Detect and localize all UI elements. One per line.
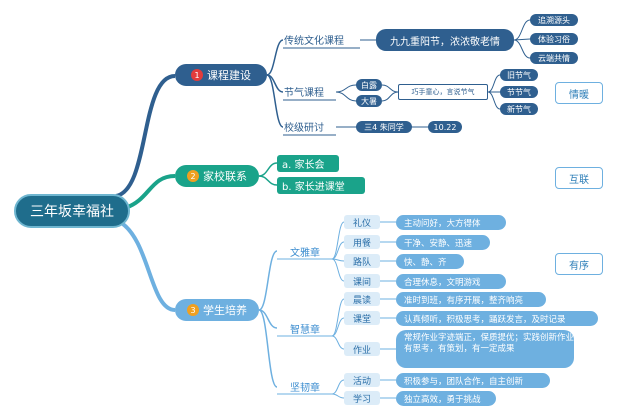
traditional-item-3[interactable]: 云端共情 (530, 52, 578, 64)
sub-traditional-culture[interactable]: 传统文化课程 (284, 35, 344, 47)
root-node[interactable]: 三年坂幸福社 (14, 194, 130, 228)
research-date[interactable]: 10.22 (428, 121, 462, 133)
home-school-item-2[interactable]: b. 家长进课堂 (277, 177, 365, 194)
elegance-value-1[interactable]: 主动问好，大方得体 (396, 215, 506, 230)
wisdom-value-2[interactable]: 认真倾听，积极思考，踊跃发言，及时记录 (396, 311, 598, 326)
tenacity-value-1[interactable]: 积极参与，团队合作，自主创新 (396, 373, 550, 388)
elegance-value-2[interactable]: 干净、安静、迅速 (396, 235, 490, 250)
solar-grade-2[interactable]: 大暑 (356, 95, 382, 107)
wisdom-key-2[interactable]: 课堂 (344, 311, 380, 325)
solar-item-1[interactable]: 旧节气 (500, 69, 538, 81)
tag-warmth[interactable]: 情暖 (555, 82, 603, 104)
tag-connection[interactable]: 互联 (555, 167, 603, 189)
elegance-key-4[interactable]: 课间 (344, 274, 380, 288)
traditional-theme[interactable]: 九九重阳节，浓浓敬老情 (376, 29, 514, 51)
branch-home-school[interactable]: 2 家校联系 (175, 165, 259, 187)
wisdom-value-3[interactable]: 常规作业字迹端正，保质提优；实践创新作业有思考，有策划，有一定成果 (396, 330, 574, 368)
research-teacher[interactable]: 三4 朱同学 (356, 121, 412, 133)
sub-solar-terms[interactable]: 节气课程 (284, 87, 324, 99)
branch-course-building[interactable]: 1 课程建设 (175, 64, 267, 86)
solar-theme[interactable]: 巧手童心，言说节气 (398, 84, 488, 100)
solar-item-3[interactable]: 新节气 (500, 103, 538, 115)
elegance-key-2[interactable]: 用餐 (344, 235, 380, 249)
group-label-tenacity[interactable]: 坚韧章 (290, 382, 320, 394)
elegance-key-1[interactable]: 礼仪 (344, 215, 380, 229)
elegance-value-4[interactable]: 合理休息，文明游戏 (396, 274, 506, 289)
group-label-elegance[interactable]: 文雅章 (290, 247, 320, 259)
wisdom-key-1[interactable]: 晨读 (344, 292, 380, 306)
branch-home-school-label: 家校联系 (203, 170, 247, 183)
solar-grade-1[interactable]: 白露 (356, 79, 382, 91)
solar-item-2[interactable]: 节节气 (500, 86, 538, 98)
tag-order[interactable]: 有序 (555, 253, 603, 275)
branch-student-training[interactable]: 3 学生培养 (175, 299, 259, 321)
tenacity-value-2[interactable]: 独立高效，勇于挑战 (396, 391, 496, 406)
group-label-wisdom[interactable]: 智慧章 (290, 324, 320, 336)
wisdom-value-1[interactable]: 准时到班，有序开展，整齐响亮 (396, 292, 546, 307)
elegance-value-3[interactable]: 快、静、齐 (396, 254, 464, 269)
elegance-key-3[interactable]: 路队 (344, 254, 380, 268)
traditional-item-2[interactable]: 体验习俗 (530, 33, 578, 45)
branch-student-training-label: 学生培养 (203, 304, 247, 317)
number-badge-2: 2 (187, 170, 199, 182)
traditional-item-1[interactable]: 追溯源头 (530, 14, 578, 26)
tenacity-key-2[interactable]: 学习 (344, 391, 380, 405)
home-school-item-1[interactable]: a. 家长会 (277, 155, 339, 172)
number-badge-3: 3 (187, 304, 199, 316)
sub-school-research[interactable]: 校级研讨 (284, 122, 324, 134)
tenacity-key-1[interactable]: 活动 (344, 373, 380, 387)
number-badge-1: 1 (191, 69, 203, 81)
branch-course-building-label: 课程建设 (207, 69, 251, 82)
wisdom-key-3[interactable]: 作业 (344, 342, 380, 356)
